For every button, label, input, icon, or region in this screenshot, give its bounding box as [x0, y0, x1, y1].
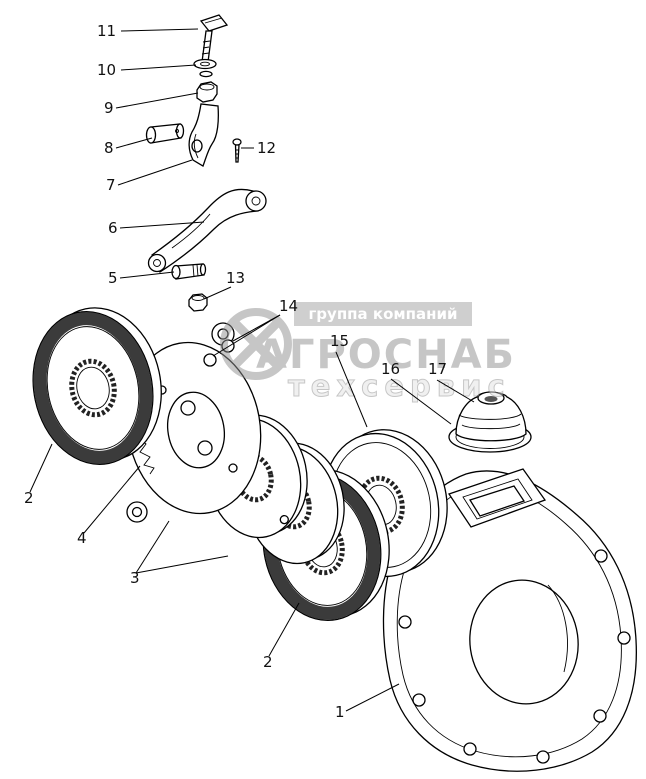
part-label-16: 16	[381, 360, 400, 378]
part-labels: 11 10 9 8 7 6 5 12 13 14 15 16 17 2 4 3 …	[24, 22, 447, 721]
clutch-housing	[382, 468, 637, 772]
cam-roller	[197, 440, 213, 456]
watermark-logo-icon	[220, 308, 292, 380]
fork-yoke	[188, 103, 219, 167]
part-label-11: 11	[97, 22, 116, 40]
adjusting-lever	[147, 188, 267, 273]
lever-pin	[171, 263, 207, 280]
set-screw	[232, 138, 242, 163]
cam-roller	[180, 400, 196, 416]
part-label-12: 12	[257, 139, 276, 157]
part-label-1: 1	[335, 703, 345, 721]
part-label-8: 8	[104, 139, 114, 157]
watermark: группа компаний АГРОСНАБ техсервис	[220, 302, 516, 404]
part-label-5: 5	[108, 269, 118, 287]
part-label-4: 4	[77, 529, 87, 547]
part-label-15: 15	[330, 332, 349, 350]
part-label-13: 13	[226, 269, 245, 287]
washer	[193, 58, 217, 78]
part-label-7: 7	[106, 176, 116, 194]
clevis-pin	[145, 123, 185, 144]
part-label-2-bottom: 2	[263, 653, 273, 671]
part-label-10: 10	[97, 61, 116, 79]
part-label-2-left: 2	[24, 489, 34, 507]
lock-nut	[188, 293, 208, 312]
part-label-17: 17	[428, 360, 447, 378]
hex-nut	[196, 81, 218, 103]
part-label-6: 6	[108, 219, 118, 237]
return-spring	[137, 437, 155, 475]
hex-bolt	[199, 14, 229, 63]
leader-lines	[29, 28, 475, 712]
part-label-3: 3	[130, 569, 140, 587]
watermark-group-label: группа компаний	[308, 305, 457, 323]
release-roller	[203, 353, 217, 367]
friction-disc-front	[32, 307, 162, 465]
protective-cap	[448, 391, 532, 453]
part-label-14: 14	[279, 297, 298, 315]
part-label-9: 9	[104, 99, 114, 117]
watermark-subtitle: техсервис	[288, 369, 511, 403]
watermark-brand: АГРОСНАБ	[256, 332, 516, 378]
